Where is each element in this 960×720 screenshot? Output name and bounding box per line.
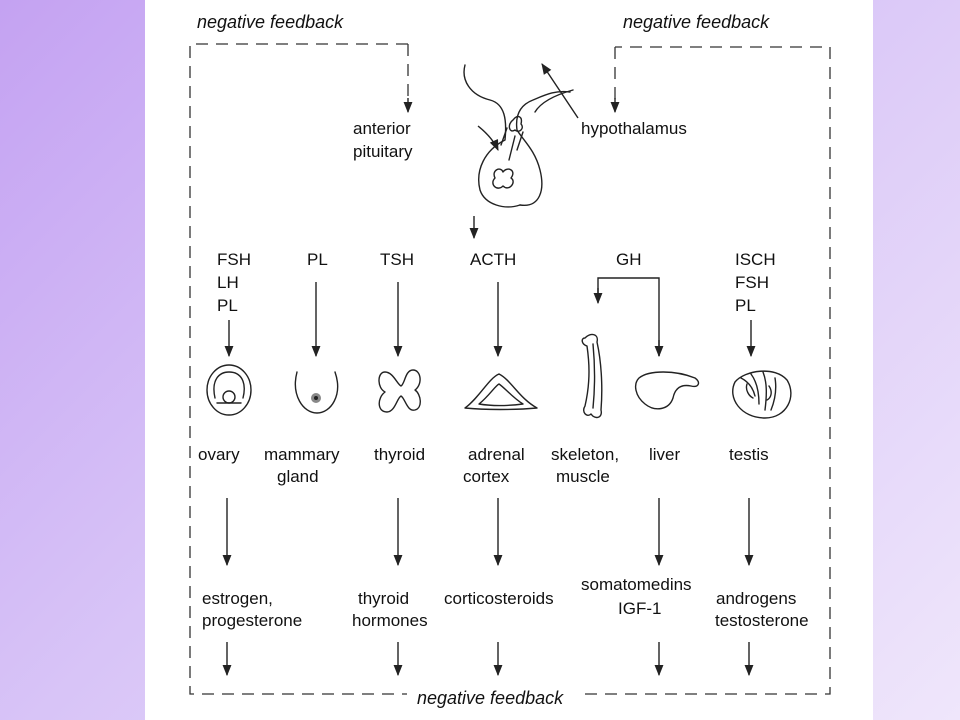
adrenal-cortex-icon	[464, 373, 538, 411]
hormone-pl-mammary: PL	[307, 250, 328, 269]
feedback-loop-right	[585, 46, 831, 695]
organ-label-skeleton-line2: muscle	[556, 467, 610, 486]
feedback-loop-left	[189, 43, 408, 695]
organ-label-skeleton-line1: skeleton,	[551, 445, 619, 464]
hormone-tsh: TSH	[380, 250, 414, 269]
product-somatomedins: somatomedins	[581, 575, 692, 594]
hormone-acth: ACTH	[470, 250, 516, 269]
organ-label-testis: testis	[729, 445, 769, 464]
product-thyroid: thyroid	[358, 589, 409, 608]
diagram-panel: negative feedback negative feedback nega…	[145, 0, 873, 720]
hormone-lh-ovary: LH	[217, 273, 239, 292]
hormone-isch: ISCH	[735, 250, 776, 269]
testis-icon	[732, 370, 792, 419]
gh-branch-line	[597, 277, 660, 356]
hormone-pl-testis: PL	[735, 296, 756, 315]
mammary-gland-icon	[294, 371, 339, 414]
hormone-fsh-ovary: FSH	[217, 250, 251, 269]
anterior-pituitary-arrow	[477, 125, 499, 152]
bone-icon	[581, 333, 603, 419]
thyroid-icon	[378, 369, 421, 413]
hypothalamus-label: hypothalamus	[581, 119, 687, 138]
organ-label-thyroid: thyroid	[374, 445, 425, 464]
organ-label-ovary: ovary	[198, 445, 240, 464]
organ-label-liver: liver	[649, 445, 681, 464]
product-corticosteroids: corticosteroids	[444, 589, 554, 608]
organ-label-adrenal-line2: cortex	[463, 467, 510, 486]
anterior-pituitary-label-line2: pituitary	[353, 142, 413, 161]
organ-label-mammary-line1: mammary	[264, 445, 340, 464]
anterior-pituitary-label-line1: anterior	[353, 119, 411, 138]
hormone-pl-ovary: PL	[217, 296, 238, 315]
organ-label-adrenal-line1: adrenal	[468, 445, 525, 464]
endocrine-diagram: negative feedback negative feedback nega…	[189, 12, 831, 708]
hormone-gh: GH	[616, 250, 642, 269]
pituitary-hypothalamus-icon	[463, 64, 574, 208]
product-igf1: IGF-1	[618, 599, 661, 618]
product-androgens: androgens	[716, 589, 796, 608]
feedback-label-top-right: negative feedback	[623, 12, 770, 32]
hypothalamus-arrow	[541, 63, 579, 119]
organ-label-mammary-line2: gland	[277, 467, 319, 486]
hormone-fsh-testis: FSH	[735, 273, 769, 292]
feedback-label-bottom: negative feedback	[417, 688, 564, 708]
liver-icon	[634, 371, 700, 410]
product-progesterone: progesterone	[202, 611, 302, 630]
ovary-icon	[206, 364, 252, 416]
product-testosterone: testosterone	[715, 611, 809, 630]
feedback-label-top-left: negative feedback	[197, 12, 344, 32]
product-thyroid-hormones: hormones	[352, 611, 428, 630]
product-estrogen: estrogen,	[202, 589, 273, 608]
